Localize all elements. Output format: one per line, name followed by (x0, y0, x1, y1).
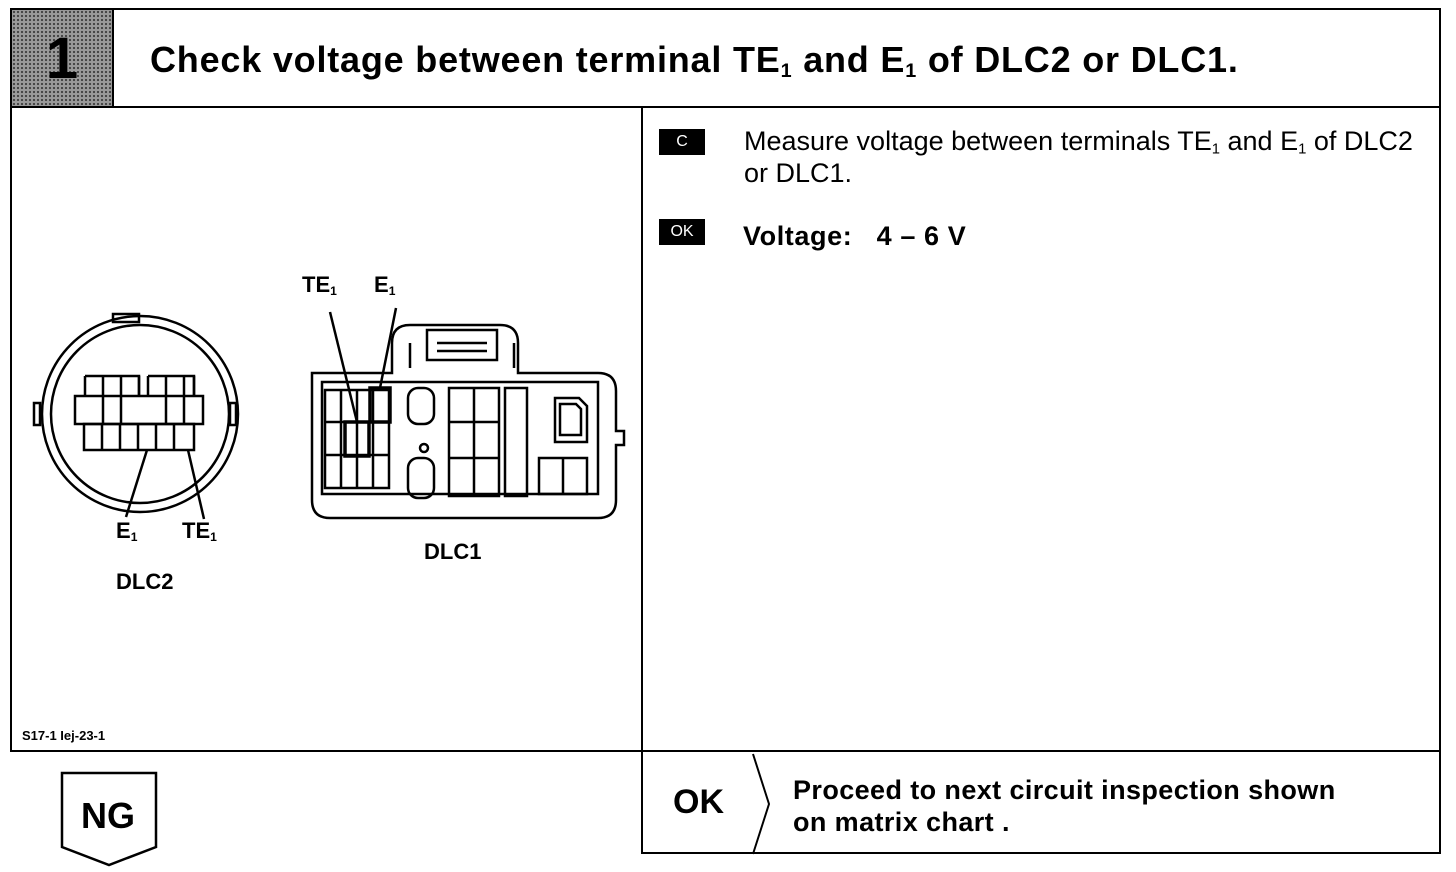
dlc2-connector (32, 312, 240, 520)
ok-result-text: Proceed to next circuit inspection shown… (793, 775, 1336, 837)
dlc2-label: DLC2 (116, 569, 174, 594)
ok-arrow-icon (752, 753, 771, 855)
dlc1-connector (310, 307, 626, 520)
ok-tag: OK (659, 219, 705, 245)
connector-diagram (32, 307, 626, 520)
check-tag: C (659, 129, 705, 155)
figure-code: S17-1 Iej-23-1 (22, 728, 106, 743)
voltage-spec: Voltage: 4 – 6 V (743, 220, 966, 252)
voltage-label: Voltage: (743, 221, 853, 251)
step-title: Check voltage between terminal TE1 and E… (150, 39, 1239, 82)
measure-instruction: Measure voltage between terminals TE1 an… (744, 126, 1413, 188)
ng-result-label: NG (81, 795, 135, 836)
ok-result-box: OK Proceed to next circuit inspection sh… (641, 750, 1441, 855)
dlc1-label: DLC1 (424, 539, 482, 564)
voltage-value: 4 – 6 V (876, 221, 967, 251)
ok-result-label: OK (673, 783, 724, 821)
dlc1-te1-label: TE1 (302, 272, 337, 299)
header-divider (12, 106, 1439, 108)
step-number: 1 (45, 26, 79, 91)
inspection-step-box: 1 Check voltage between terminal TE1 and… (10, 8, 1441, 752)
dlc2-e1-label: E1 (116, 518, 138, 545)
dlc1-e1-label: E1 (374, 272, 396, 299)
ng-badge-shape (60, 771, 158, 867)
step-number-badge: 1 (12, 10, 114, 108)
dlc2-te1-label: TE1 (182, 518, 217, 545)
column-divider (641, 106, 643, 750)
